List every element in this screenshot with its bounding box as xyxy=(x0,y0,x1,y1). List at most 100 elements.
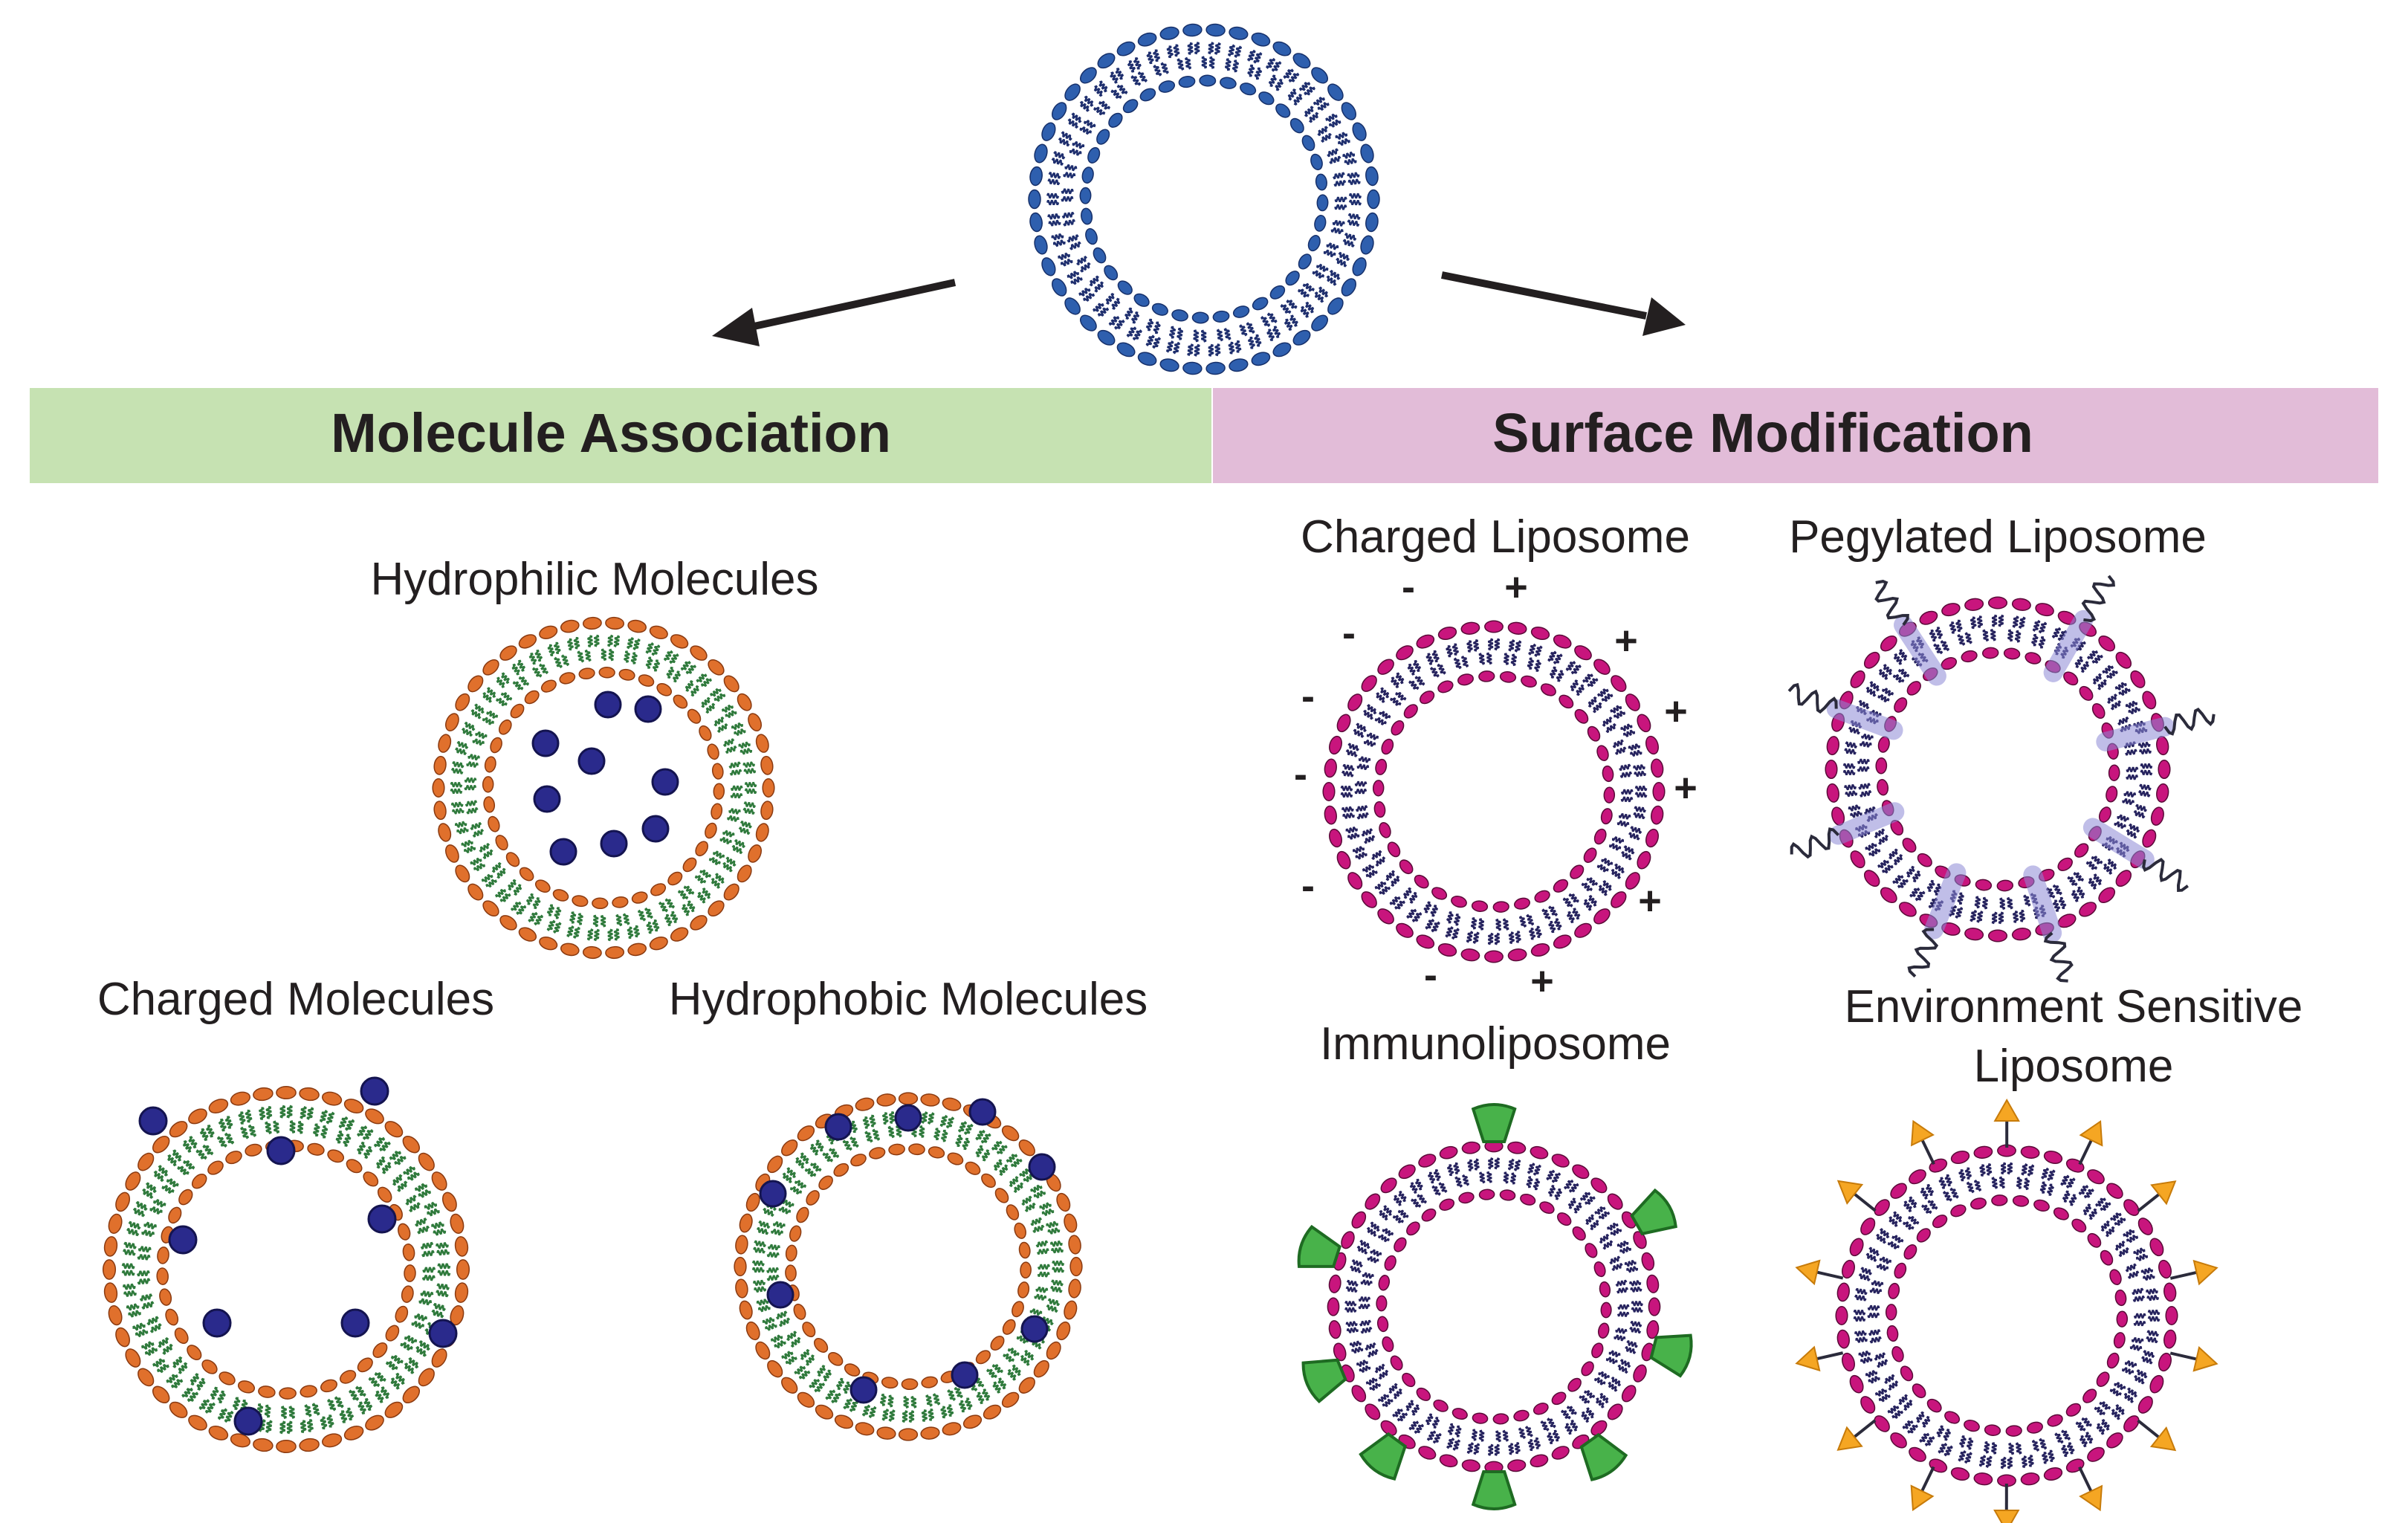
peg-chain-icon xyxy=(2043,931,2074,983)
molecule-dot-icon xyxy=(531,729,560,757)
molecule-dot-icon xyxy=(1028,1153,1056,1181)
peg-anchor xyxy=(2096,717,2175,751)
hydrophilic-liposome xyxy=(432,616,775,960)
molecule-dot-icon xyxy=(766,1281,794,1309)
antibody-icon xyxy=(1630,1188,1677,1236)
hydrophobic-label: Hydrophobic Molecules xyxy=(669,974,1148,1025)
positive-charge: + xyxy=(1530,959,1554,1003)
molecule-dot-icon xyxy=(968,1098,997,1126)
peg-anchor xyxy=(1828,802,1905,845)
charged-molecules-liposome xyxy=(102,1076,470,1454)
hydrophobic-liposome xyxy=(734,1092,1083,1441)
positive-charge: + xyxy=(1504,565,1528,609)
peg-chain-icon xyxy=(1874,580,1909,626)
molecule-dot-icon xyxy=(594,691,622,719)
molecule-dot-icon xyxy=(951,1361,979,1389)
hydrophilic-label: Hydrophilic Molecules xyxy=(370,554,818,605)
negative-charge: - xyxy=(1402,565,1415,609)
molecule-dot-icon xyxy=(824,1113,852,1141)
molecule-dot-icon xyxy=(360,1076,389,1106)
lipid-tails xyxy=(1853,1162,2161,1469)
trigger-stem xyxy=(1919,1135,1935,1165)
lipid-tails xyxy=(450,634,757,942)
trigger-triangle-icon xyxy=(2079,1484,2103,1512)
lipid-tails xyxy=(1340,638,1648,945)
molecule-dot-icon xyxy=(651,768,679,796)
molecule-dot-icon xyxy=(138,1106,168,1136)
antibody-icon xyxy=(1297,1224,1342,1268)
negative-charge: - xyxy=(1301,864,1315,908)
lipid-heads xyxy=(734,1092,1083,1441)
antibody-icon xyxy=(1649,1333,1693,1378)
molecule-dot-icon xyxy=(577,747,606,775)
lipid-tails xyxy=(1344,1157,1643,1456)
trigger-triangle-icon xyxy=(1836,1180,1864,1205)
molecule-dot-icon xyxy=(894,1104,922,1132)
arrow-left-down-icon xyxy=(712,279,957,346)
molecule-dot-icon xyxy=(202,1308,232,1338)
surface-modification-band xyxy=(1213,388,2378,483)
negative-charge: - xyxy=(1294,752,1307,797)
immunoliposome-label: Immunoliposome xyxy=(1320,1018,1671,1070)
trigger-triangle-icon xyxy=(2192,1346,2218,1372)
peg-chain-icon xyxy=(1907,928,1939,978)
antibody-icon xyxy=(1471,1470,1517,1510)
trigger-triangle-icon xyxy=(1993,1509,2020,1523)
peg-anchor xyxy=(1826,699,1903,740)
peg-chain-icon xyxy=(1787,682,1838,714)
molecule-dot-icon xyxy=(168,1225,198,1255)
lipid-heads xyxy=(432,616,775,960)
molecule-dot-icon xyxy=(233,1406,263,1436)
trigger-triangle-icon xyxy=(1795,1345,1821,1372)
environment-sensitive-liposome xyxy=(1795,1098,2218,1523)
trigger-triangle-icon xyxy=(1993,1098,2020,1122)
molecule-association-title: Molecule Association xyxy=(331,402,891,464)
molecule-dot-icon xyxy=(634,695,662,723)
trigger-triangle-icon xyxy=(2192,1259,2218,1286)
surface-modification-title: Surface Modification xyxy=(1492,402,2033,464)
lipid-heads xyxy=(1322,620,1666,963)
molecule-dot-icon xyxy=(266,1136,296,1165)
trigger-triangle-icon xyxy=(2150,1180,2177,1206)
peg-chain-icon xyxy=(2081,575,2115,623)
molecule-dot-icon xyxy=(428,1319,458,1348)
charged-liposome xyxy=(1322,620,1666,963)
molecule-dot-icon xyxy=(367,1204,397,1234)
charged-molecules-label: Charged Molecules xyxy=(97,974,494,1025)
peg-anchor xyxy=(2023,865,2062,943)
antibody-icon xyxy=(1579,1432,1628,1481)
lipid-tails xyxy=(1046,42,1362,357)
lipid-tails xyxy=(1842,614,2153,925)
pegylated-liposome xyxy=(1787,575,2216,983)
lipid-heads xyxy=(1825,596,2171,942)
trigger-triangle-icon xyxy=(1910,1484,1935,1512)
peg-anchor xyxy=(1924,863,1967,940)
molecule-dot-icon xyxy=(759,1180,787,1208)
environment-sensitive-label-line1: Environment Sensitive xyxy=(1845,981,2303,1032)
negative-charge: - xyxy=(1424,953,1437,997)
antibody-icon xyxy=(1471,1103,1517,1143)
trigger-stem xyxy=(1918,1466,1935,1496)
peg-anchor xyxy=(2043,609,2094,682)
trigger-triangle-icon xyxy=(1836,1426,1863,1451)
arrow-right-down-icon xyxy=(1441,271,1686,336)
molecule-dot-icon xyxy=(641,815,670,843)
environment-sensitive-label-line2: Liposome xyxy=(1974,1041,2174,1092)
molecule-dot-icon xyxy=(849,1376,878,1404)
molecule-dot-icon xyxy=(600,830,628,858)
charged-liposome-label: Charged Liposome xyxy=(1301,511,1690,563)
negative-charge: - xyxy=(1342,611,1356,656)
peg-chain-icon xyxy=(2142,857,2189,892)
trigger-triangle-icon xyxy=(2149,1426,2177,1452)
charge-signs: - + - + - + - + - + - + xyxy=(1294,565,1697,1003)
positive-charge: + xyxy=(1664,689,1688,734)
trigger-triangle-icon xyxy=(1911,1119,1935,1147)
positive-charge: + xyxy=(1674,766,1697,810)
lipid-heads xyxy=(1327,1139,1661,1474)
negative-charge: - xyxy=(1301,674,1315,719)
peg-anchor xyxy=(1894,615,1946,686)
positive-charge: + xyxy=(1614,618,1638,663)
trigger-stem xyxy=(1850,1419,1877,1441)
trigger-stem xyxy=(1850,1190,1877,1212)
